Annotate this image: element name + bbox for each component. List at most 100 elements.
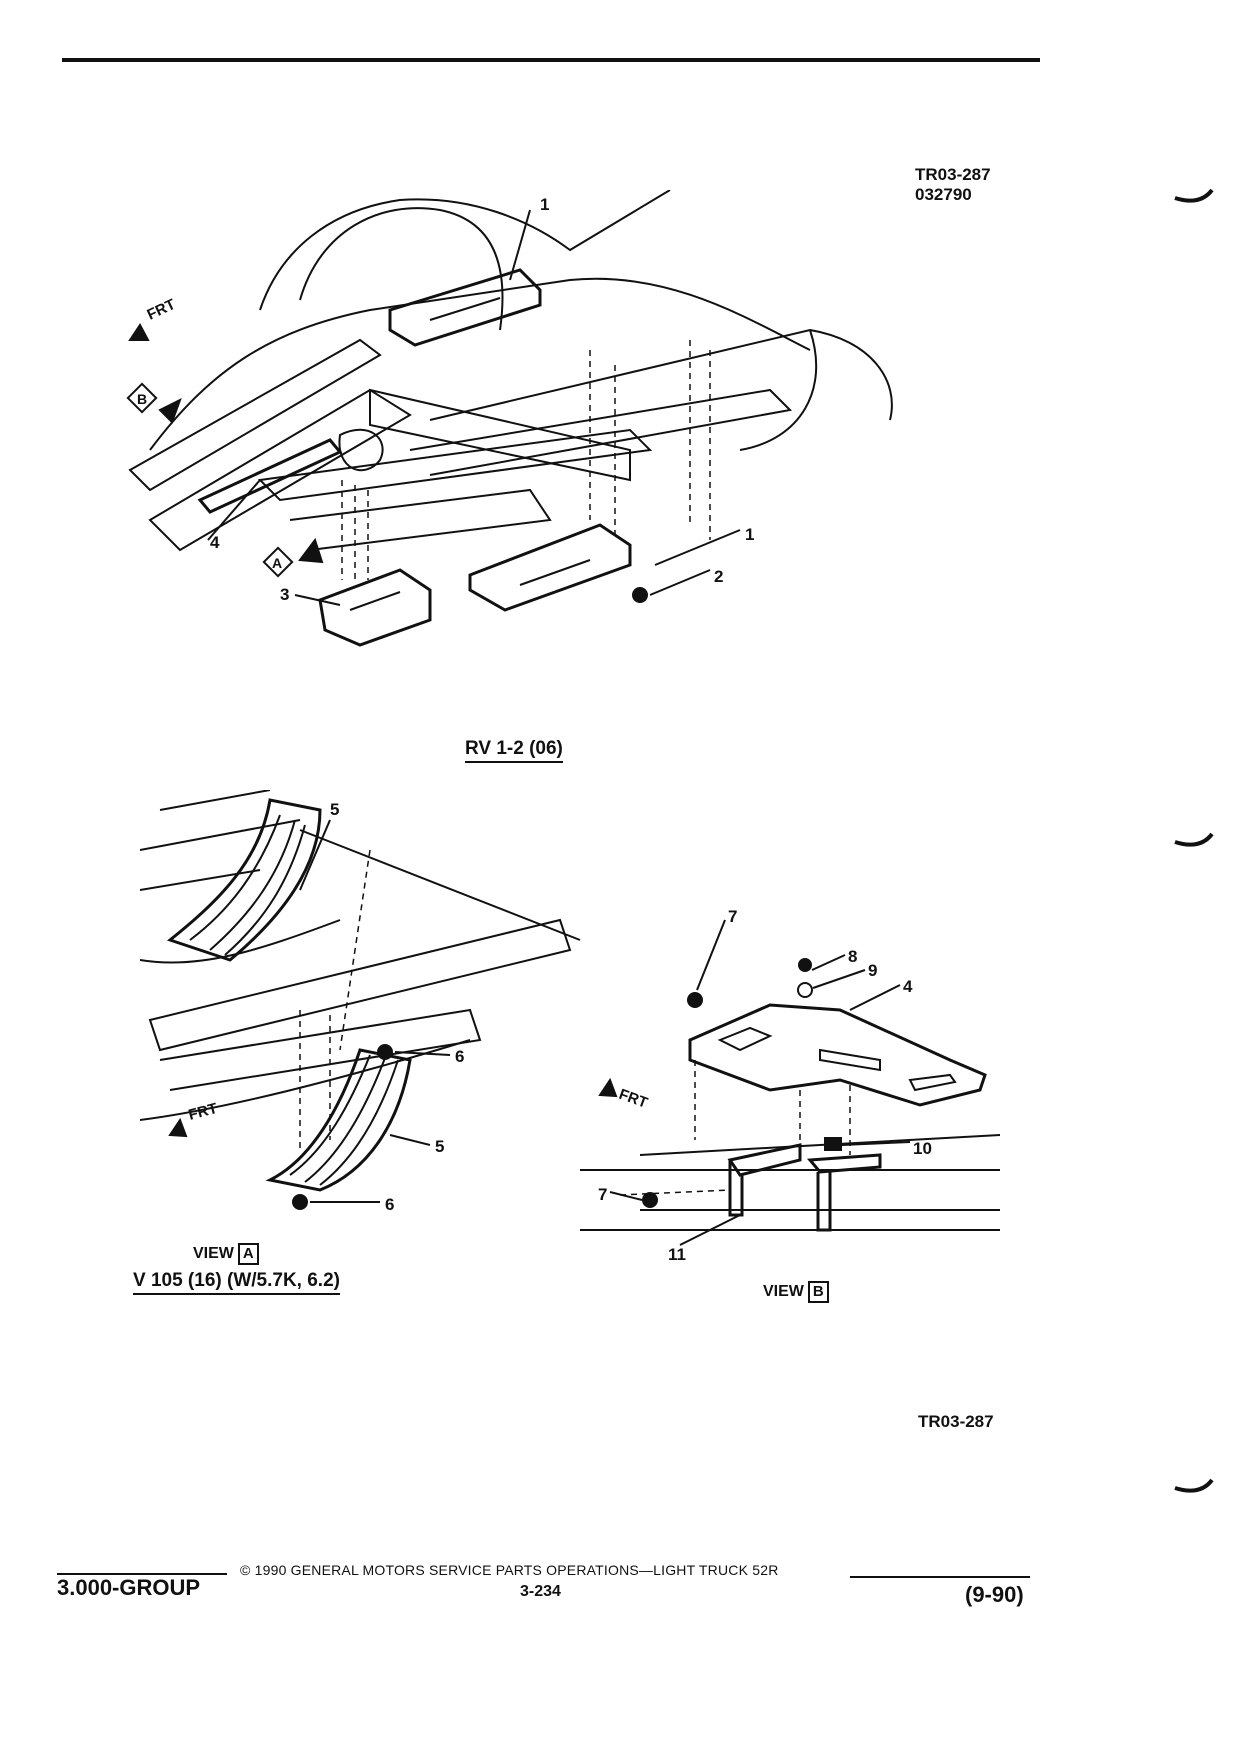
view-b-leader-11 — [679, 1214, 741, 1246]
leader-3 — [294, 594, 341, 606]
view-a-leader-6-top — [394, 1051, 451, 1056]
view-a-leader-5-bottom — [389, 1134, 431, 1146]
view-b-callout-11: 11 — [668, 1245, 686, 1264]
view-a-callout-6-bottom: 6 — [385, 1195, 394, 1214]
view-b-callout-7-top: 7 — [728, 910, 737, 926]
view-b-skid-plate — [688, 1003, 987, 1107]
callout-top-2: 2 — [714, 567, 723, 586]
alignment-lines — [341, 340, 711, 580]
view-b-label-letter: B — [807, 1281, 829, 1303]
transmission — [338, 428, 384, 472]
floor-line-2 — [429, 328, 893, 421]
footer-copyright: © 1990 GENERAL MOTORS SERVICE PARTS OPER… — [240, 1562, 779, 1578]
view-b-callout-9: 9 — [868, 961, 877, 980]
view-a-shield-lower — [265, 1048, 412, 1192]
view-b-leader-4 — [849, 984, 901, 1011]
shield-upper — [388, 268, 542, 347]
rail-shield — [197, 438, 343, 514]
callout-top-3: 3 — [280, 585, 289, 604]
view-a-alignment-lines — [299, 849, 371, 1150]
shield-bracket-slot — [349, 591, 401, 611]
bolt-2 — [632, 587, 648, 603]
binder-mark-1 — [1174, 188, 1214, 203]
footer-rule-left — [57, 1573, 227, 1575]
footer-rule-right — [850, 1576, 1030, 1578]
frame-rail-left-upper — [128, 338, 382, 492]
view-a-leader-5-top — [299, 819, 331, 891]
frame-crossmember — [369, 388, 631, 482]
view-a-callout-5-top: 5 — [330, 800, 339, 819]
view-a-floor — [140, 1039, 471, 1121]
view-b-frt-label: FRT — [617, 1086, 650, 1112]
view-b-nut-10 — [824, 1137, 842, 1151]
drawing-code-line1: TR03-287 — [915, 165, 991, 184]
view-b-frame — [580, 1134, 1000, 1231]
view-b-leader-10 — [841, 1141, 911, 1146]
view-b-callout-4: 4 — [903, 977, 913, 996]
view-a-marker-box — [262, 546, 294, 578]
view-b-callout-10: 10 — [913, 1139, 932, 1158]
view-b-label-word: VIEW — [763, 1283, 804, 1300]
view-b-callout-7-bottom: 7 — [598, 1185, 607, 1204]
view-b-bolt-7-bottom — [642, 1192, 658, 1208]
leader-2 — [649, 569, 711, 596]
view-b-leader-7-bottom — [609, 1191, 643, 1201]
view-b-frt-arrow — [598, 1077, 618, 1098]
floor-curve — [739, 329, 818, 451]
view-a-frame-left — [140, 919, 341, 964]
view-b-bolt-7-top — [687, 992, 703, 1008]
view-b-marker-box — [126, 382, 158, 414]
view-a-bolt-upper — [377, 1044, 393, 1060]
caption-view-a: V 105 (16) (W/5.7K, 6.2) — [133, 1270, 340, 1295]
leader-1-bottom — [654, 529, 741, 566]
view-a-shield-upper — [166, 798, 322, 962]
view-a-label-word: VIEW — [193, 1245, 234, 1262]
footer-date: (9-90) — [965, 1582, 1024, 1607]
frt-arrow — [128, 323, 150, 341]
callout-top-1a: 1 — [540, 195, 549, 214]
callout-top-4: 4 — [210, 533, 220, 552]
view-b-leader-9 — [812, 969, 866, 989]
callout-top-1b: 1 — [745, 525, 754, 544]
view-b-leader-7-top — [696, 919, 726, 991]
view-a-frt-label: FRT — [187, 1100, 220, 1124]
leader-1-top — [509, 209, 531, 281]
caption-top: RV 1-2 (06) — [465, 738, 563, 763]
footer-drawing-code: TR03-287 — [918, 1412, 994, 1431]
shield-lower-slot — [519, 559, 591, 586]
leader-4 — [207, 479, 261, 541]
frame-rail-right — [409, 388, 793, 476]
seat-back — [299, 207, 504, 331]
view-a-bolt-lower — [292, 1194, 308, 1210]
shield-bracket — [318, 568, 432, 647]
drawing-code-line2: 032790 — [915, 185, 972, 204]
frame-rail-center — [257, 428, 653, 502]
exhaust-pipe — [289, 488, 552, 551]
shield-lower — [468, 523, 632, 612]
view-a-arrow — [298, 537, 324, 564]
view-a-frame-rail — [148, 918, 572, 1052]
view-a-callout-5-bottom: 5 — [435, 1137, 444, 1156]
binder-mark-3 — [1174, 1478, 1214, 1493]
floor-line-1 — [149, 277, 811, 451]
footer-page-number: 3-234 — [520, 1583, 561, 1600]
body-outline — [259, 190, 671, 311]
binder-marks — [1174, 188, 1214, 1493]
view-a-callout-6-top: 6 — [455, 1047, 464, 1066]
view-b-bolt-8 — [798, 958, 812, 972]
drawing-code: TR03-287 032790 — [915, 165, 991, 205]
top-exploded-diagram: FRT B A 1 1 2 3 4 — [126, 190, 893, 647]
view-b-diagram: FRT 7 8 9 4 10 7 11 — [580, 910, 1000, 1264]
frame-rail-left-lower — [148, 388, 412, 552]
view-b-arrow — [158, 397, 182, 424]
footer-group: 3.000-GROUP — [57, 1575, 201, 1600]
frt-label-top: FRT — [145, 296, 179, 324]
view-b-bracket — [727, 1143, 802, 1177]
view-a-crossmember — [159, 1008, 482, 1091]
view-b-alignment-lines — [619, 1060, 851, 1196]
shield-upper-slot — [429, 297, 501, 321]
view-a-diagram: FRT 5 6 5 6 — [140, 790, 581, 1214]
view-b-leader-8 — [811, 954, 846, 971]
